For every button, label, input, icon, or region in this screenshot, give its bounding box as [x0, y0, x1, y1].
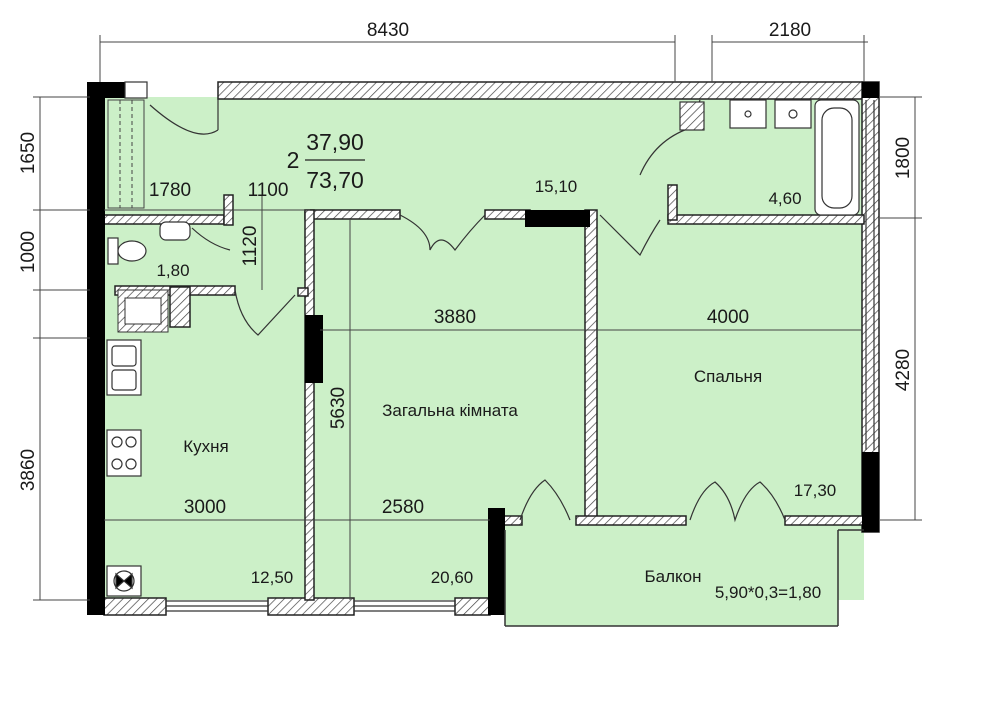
wc-area: 1,80	[156, 261, 189, 280]
wardrobe	[107, 99, 145, 209]
floor-area	[104, 97, 864, 626]
dim-top-right-width: 2180	[769, 20, 811, 41]
dim-corridor-1120: 1120	[240, 226, 261, 267]
stove-icon	[106, 429, 142, 477]
unit-number: 2	[287, 147, 300, 173]
area-living: 37,90	[306, 129, 364, 155]
dim-corridor-1100: 1100	[248, 180, 289, 201]
dim-living-width: 3880	[434, 307, 476, 328]
kitchen-name: Кухня	[183, 437, 229, 456]
living-room-name: Загальна кімната	[382, 401, 518, 420]
bedroom-name: Спальня	[694, 367, 762, 386]
toilet-icon	[107, 237, 147, 265]
dimension-labels: 8430 2180 1650 1000 3860 1800 4280 1780 …	[18, 20, 914, 518]
bedroom-area: 17,30	[794, 481, 837, 500]
dim-right-1800: 1800	[893, 137, 914, 179]
dim-kitchen-width: 3000	[184, 497, 226, 518]
dim-living-lower-width: 2580	[382, 497, 424, 518]
sink-icon	[159, 99, 812, 241]
room-labels: 15,10 4,60 1,80 Кухня 12,50 Загальна кім…	[156, 177, 836, 602]
windows	[124, 81, 875, 612]
balcony-name: Балкон	[644, 567, 701, 586]
hall-area: 15,10	[535, 177, 578, 196]
dim-corridor-1780: 1780	[149, 180, 191, 201]
kitchen-sink-icon	[106, 339, 142, 396]
dim-top-width: 8430	[367, 20, 409, 41]
living-room-area: 20,60	[431, 568, 474, 587]
boiler-icon	[106, 565, 142, 597]
doors	[149, 97, 786, 523]
unit-summary: 2 37,90 73,70	[287, 129, 364, 193]
kitchen-area: 12,50	[251, 568, 294, 587]
dim-living-depth: 5630	[328, 387, 349, 429]
balcony	[504, 529, 864, 627]
dimension-lines	[33, 35, 922, 601]
balcony-area: 5,90*0,3=1,80	[715, 583, 821, 602]
bathtub-icon	[814, 99, 860, 216]
dim-bedroom-width: 4000	[707, 307, 749, 328]
dim-left-1650: 1650	[18, 132, 39, 174]
dim-left-1000: 1000	[18, 231, 39, 273]
ventilation-icon	[117, 289, 169, 333]
bathroom-area: 4,60	[768, 189, 801, 208]
structural-walls	[87, 82, 879, 615]
dim-left-3860: 3860	[18, 449, 39, 491]
dim-right-4280: 4280	[893, 349, 914, 391]
area-total: 73,70	[306, 167, 364, 193]
